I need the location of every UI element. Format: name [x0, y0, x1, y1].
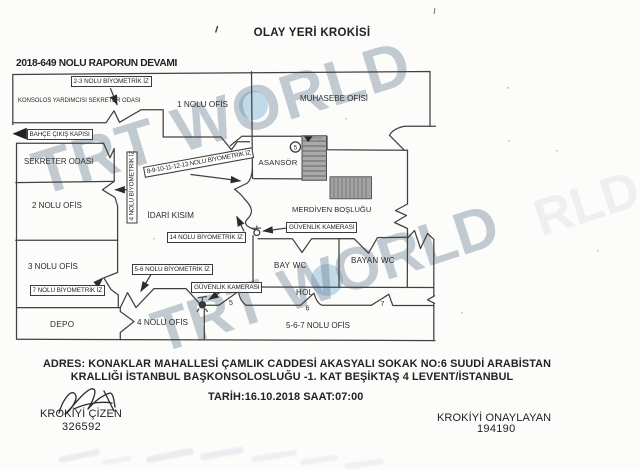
svg-text:6: 6 [306, 306, 310, 313]
svg-text:7: 7 [381, 301, 385, 308]
svg-text:5: 5 [229, 300, 233, 307]
svg-text:5: 5 [294, 144, 298, 151]
